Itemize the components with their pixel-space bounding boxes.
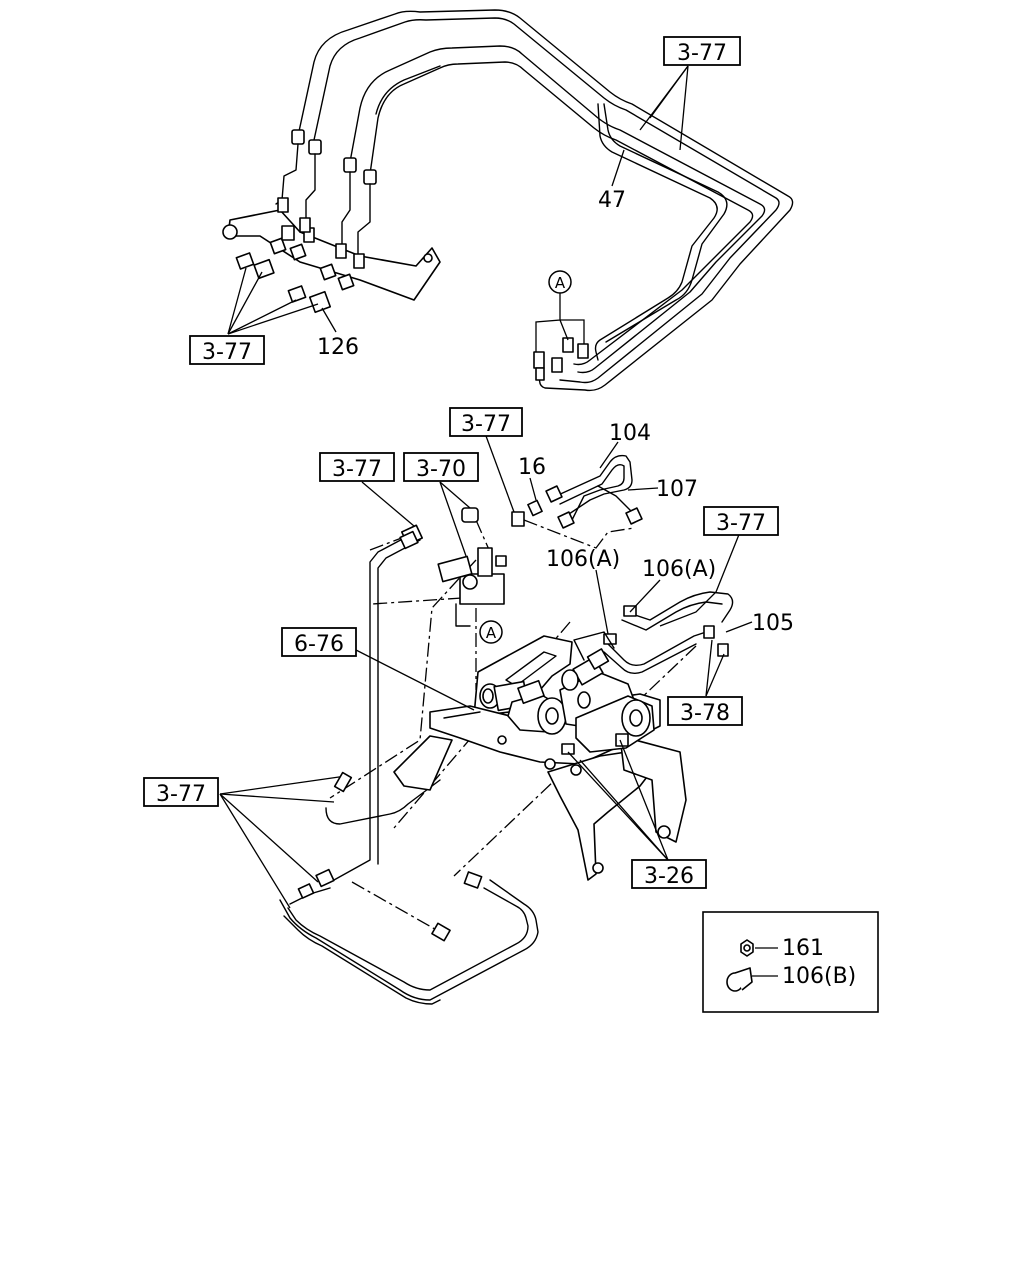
part-number-106a-left: 106(A) bbox=[546, 547, 620, 572]
view-a-marker-mid-label: A bbox=[486, 624, 497, 642]
flare-nut bbox=[343, 157, 357, 173]
ref-label-bottom-left: 3-77 bbox=[156, 782, 206, 807]
ref-label-3-26: 3-26 bbox=[644, 864, 694, 889]
nut-161-icon bbox=[740, 939, 754, 957]
clip-106b-icon bbox=[726, 967, 753, 992]
ref-box-3-70 bbox=[403, 452, 479, 482]
ref-box-mid-top bbox=[449, 407, 523, 437]
flare-nut bbox=[399, 530, 419, 550]
ref-box-6-76 bbox=[281, 627, 357, 657]
ref-label-mid-right: 3-77 bbox=[716, 511, 766, 536]
bracket-hole bbox=[423, 253, 433, 263]
clip-106a bbox=[623, 605, 637, 617]
ref-box-bottom-left bbox=[143, 777, 219, 807]
part-number-106a-right: 106(A) bbox=[642, 557, 716, 582]
part-number-47: 47 bbox=[598, 188, 626, 213]
valve-actuator bbox=[479, 631, 655, 755]
union-105 bbox=[703, 625, 715, 639]
flare-nut bbox=[308, 139, 322, 155]
union-16 bbox=[527, 499, 543, 517]
union-105 bbox=[717, 643, 729, 657]
union bbox=[297, 883, 315, 899]
ref-box-mid-left bbox=[319, 452, 395, 482]
flare-nut bbox=[363, 169, 377, 185]
ref-label-top-left: 3-77 bbox=[202, 340, 252, 365]
pipe-bracket bbox=[227, 209, 441, 301]
flare-nut bbox=[545, 485, 563, 503]
tee-fitting bbox=[511, 511, 525, 527]
part-number-126: 126 bbox=[317, 335, 359, 360]
legend-label-106b: 106(B) bbox=[782, 964, 856, 989]
part-number-105: 105 bbox=[752, 611, 794, 636]
legend-box: 161 106(B) bbox=[702, 911, 879, 1013]
ref-label-3-70: 3-70 bbox=[416, 457, 466, 482]
legend-label-161: 161 bbox=[782, 936, 824, 961]
bracket-nut bbox=[222, 224, 238, 240]
ref-label-6-76: 6-76 bbox=[294, 632, 344, 657]
valve-assembly: A bbox=[143, 407, 794, 1005]
flare-nut bbox=[431, 922, 451, 942]
union-connectors bbox=[235, 197, 365, 314]
ref-box-top-right bbox=[663, 36, 741, 66]
flare-nut bbox=[333, 771, 353, 793]
flare-nut bbox=[291, 129, 305, 145]
top-pipe-bundle: A 3-77 3-77 47 126 bbox=[189, 9, 794, 392]
ref-label-mid-left: 3-77 bbox=[332, 457, 382, 482]
part-number-104: 104 bbox=[609, 421, 651, 446]
part-number-107: 107 bbox=[656, 477, 698, 502]
clip-106a bbox=[603, 633, 617, 645]
ref-box-3-78 bbox=[667, 696, 743, 726]
ref-label-3-78: 3-78 bbox=[680, 701, 730, 726]
view-a-marker-top bbox=[548, 270, 572, 294]
ref-box-3-26 bbox=[631, 859, 707, 889]
view-a-marker-mid bbox=[479, 620, 503, 644]
flare-nut bbox=[463, 871, 483, 889]
ref-box-mid-right bbox=[703, 506, 779, 536]
flare-nut bbox=[625, 507, 643, 525]
support-arm bbox=[393, 735, 453, 791]
three-way-joint bbox=[400, 507, 507, 627]
ref-label-top-right: 3-77 bbox=[677, 41, 727, 66]
part-number-16: 16 bbox=[518, 455, 546, 480]
flare-nut bbox=[557, 511, 575, 529]
ref-box-top-left bbox=[189, 335, 265, 365]
right-union-cluster bbox=[533, 337, 589, 381]
union bbox=[315, 868, 335, 888]
view-a-marker-top-label: A bbox=[555, 274, 566, 292]
ref-label-mid-top: 3-77 bbox=[461, 412, 511, 437]
